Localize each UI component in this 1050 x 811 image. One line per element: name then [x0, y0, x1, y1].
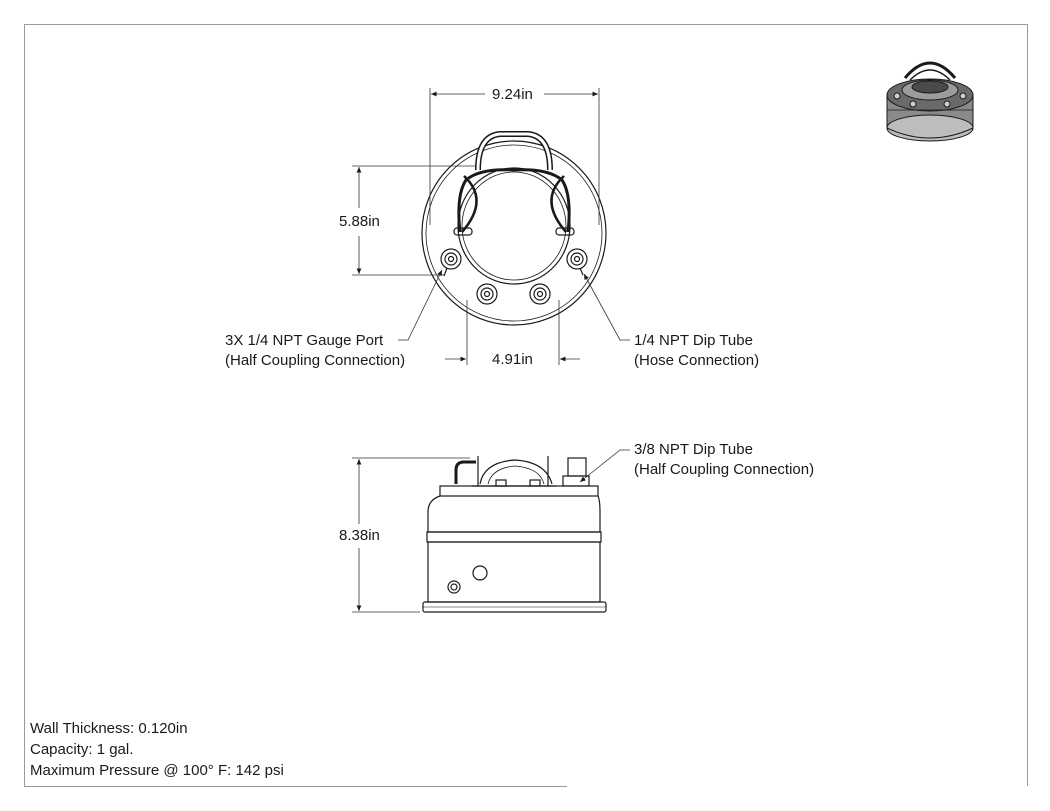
frame-border-right	[1027, 24, 1028, 786]
side-view-top-flange	[439, 485, 599, 497]
side-view-hole-1	[472, 565, 488, 581]
callout-dip-tube-coupling-line1: 3/8 NPT Dip Tube	[634, 441, 753, 458]
iso-base-edge	[886, 127, 974, 139]
isometric-view	[886, 61, 974, 142]
top-view-handle-inner	[476, 132, 552, 171]
callout-dip-tube-hose-line1: 1/4 NPT Dip Tube	[634, 332, 753, 349]
top-view-bail-right	[550, 175, 567, 233]
iso-port-2	[909, 100, 917, 108]
side-view-lid-dome-inner	[487, 465, 545, 485]
dim-top-height: 5.88in	[339, 213, 380, 230]
top-view-lid-oval	[457, 167, 571, 285]
iso-bail	[909, 69, 951, 81]
dip-tube-port	[566, 248, 588, 276]
dim-top-width: 9.24in	[492, 86, 533, 103]
callout-dip-tube-coupling-line2: (Half Coupling Connection)	[634, 461, 815, 478]
callout-dip-tube-hose-line2: (Hose Connection)	[634, 352, 760, 369]
side-view-dip-tube-fitting	[567, 457, 587, 477]
iso-handle	[903, 61, 957, 79]
iso-lid-center	[911, 80, 949, 94]
side-view-top-boss-2	[529, 479, 541, 487]
dim-side-height: 8.38in	[339, 527, 380, 544]
leader-dip-tube-coupling	[579, 449, 630, 483]
side-view-shoulder	[427, 495, 601, 533]
iso-port-4	[959, 92, 967, 100]
top-view-inner-rim	[425, 144, 603, 322]
side-view-left-fitting	[454, 460, 476, 484]
top-view-bail-wire	[457, 168, 571, 233]
top-view-dimensions	[352, 88, 630, 483]
side-view-top-boss-1	[495, 479, 507, 487]
top-view-outer-rim	[421, 140, 607, 326]
frame-border-top	[24, 24, 1028, 25]
leader-dip-tube-hose	[583, 273, 630, 341]
spec-max-pressure: Maximum Pressure @ 100° F: 142 psi	[30, 762, 284, 779]
top-view-clamp-right	[555, 227, 575, 236]
top-view	[421, 131, 607, 326]
top-view-bail-left	[461, 175, 478, 233]
frame-border-bottom	[24, 786, 567, 787]
spec-block: Wall Thickness: 0.120in Capacity: 1 gal.…	[30, 718, 284, 781]
top-view-lid-oval-inner	[461, 171, 567, 281]
top-view-clamp-left	[453, 227, 473, 236]
side-view-dip-tube-coupling	[562, 475, 590, 487]
side-view-hole-2-inner	[450, 583, 458, 591]
dim-port-spacing: 4.91in	[492, 351, 533, 368]
side-view-dimensions	[352, 457, 470, 613]
side-view-band	[426, 531, 602, 543]
side-view-lid-dome	[479, 459, 553, 485]
frame-border-left	[24, 24, 25, 786]
gauge-port-left	[440, 248, 462, 277]
iso-base	[886, 114, 974, 142]
callout-gauge-port-line1: 3X 1/4 NPT Gauge Port	[225, 332, 384, 349]
gauge-port-bottom-right	[529, 283, 551, 305]
iso-port-1	[893, 92, 901, 100]
iso-port-3	[943, 100, 951, 108]
side-view-hole-2	[447, 580, 461, 594]
spec-capacity: Capacity: 1 gal.	[30, 741, 134, 758]
spec-wall-thickness: Wall Thickness: 0.120in	[30, 720, 188, 737]
callout-gauge-port-line2: (Half Coupling Connection)	[225, 352, 406, 369]
side-view	[422, 456, 607, 613]
gauge-port-bottom-left	[476, 283, 498, 305]
leader-gauge-port	[398, 269, 443, 341]
